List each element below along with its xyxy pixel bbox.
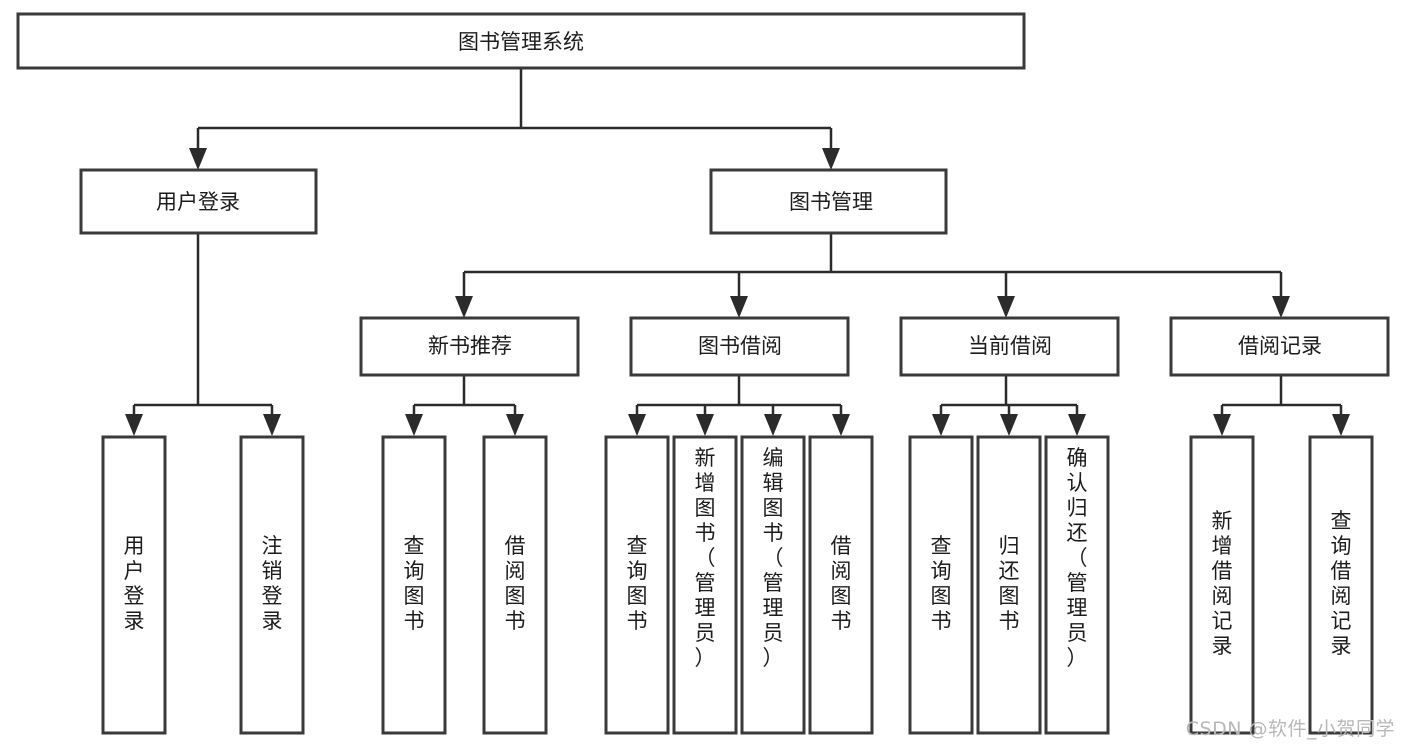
- node-new-book-rec[interactable]: [359, 316, 580, 377]
- node-book-manage[interactable]: [709, 168, 948, 235]
- node-book-borrow-label: 图书借阅: [698, 334, 782, 358]
- connector-book-borrow-bus: [628, 375, 850, 436]
- leaf-edit-book[interactable]: [740, 435, 806, 735]
- node-book-borrow[interactable]: [629, 316, 850, 377]
- node-user-login[interactable]: [79, 168, 318, 235]
- connector-to-user-login: [189, 128, 207, 170]
- leaf-query-book-1[interactable]: [381, 435, 447, 735]
- leaf-logout[interactable]: [239, 435, 305, 735]
- leaf-borrow-book-2[interactable]: [808, 435, 874, 735]
- watermark: CSDN @软件_小贺同学: [1185, 718, 1395, 740]
- connector-root-bus: [198, 68, 831, 130]
- connector-borrow-record-bus: [1213, 375, 1350, 436]
- leaf-add-record[interactable]: [1189, 435, 1255, 735]
- connector-current-borrow-bus: [932, 375, 1086, 436]
- leaf-query-book-3[interactable]: [908, 435, 974, 735]
- node-root-label: 图书管理系统: [458, 30, 584, 54]
- leaf-query-book-2[interactable]: [604, 435, 670, 735]
- node-borrow-record[interactable]: [1169, 316, 1390, 377]
- leaf-add-book[interactable]: [672, 435, 738, 735]
- node-new-book-rec-label: 新书推荐: [428, 334, 512, 358]
- connector-new-book-rec-bus: [405, 375, 524, 436]
- node-current-borrow-label: 当前借阅: [968, 334, 1052, 358]
- node-root[interactable]: [16, 12, 1026, 70]
- leaf-confirm-return[interactable]: [1044, 435, 1110, 735]
- connector-to-book-manage: [822, 128, 840, 170]
- connector-book-manage-bus: [455, 233, 1290, 318]
- leaf-query-record[interactable]: [1308, 435, 1374, 735]
- node-borrow-record-label: 借阅记录: [1238, 334, 1322, 358]
- node-current-borrow[interactable]: [899, 316, 1120, 377]
- leaf-return-book[interactable]: [976, 435, 1042, 735]
- leaf-borrow-book-1[interactable]: [482, 435, 548, 735]
- node-user-login-label: 用户登录: [156, 190, 240, 214]
- leaf-user-login[interactable]: [101, 435, 167, 735]
- connector-user-login-bus: [125, 233, 281, 436]
- node-book-manage-label: 图书管理: [789, 190, 873, 214]
